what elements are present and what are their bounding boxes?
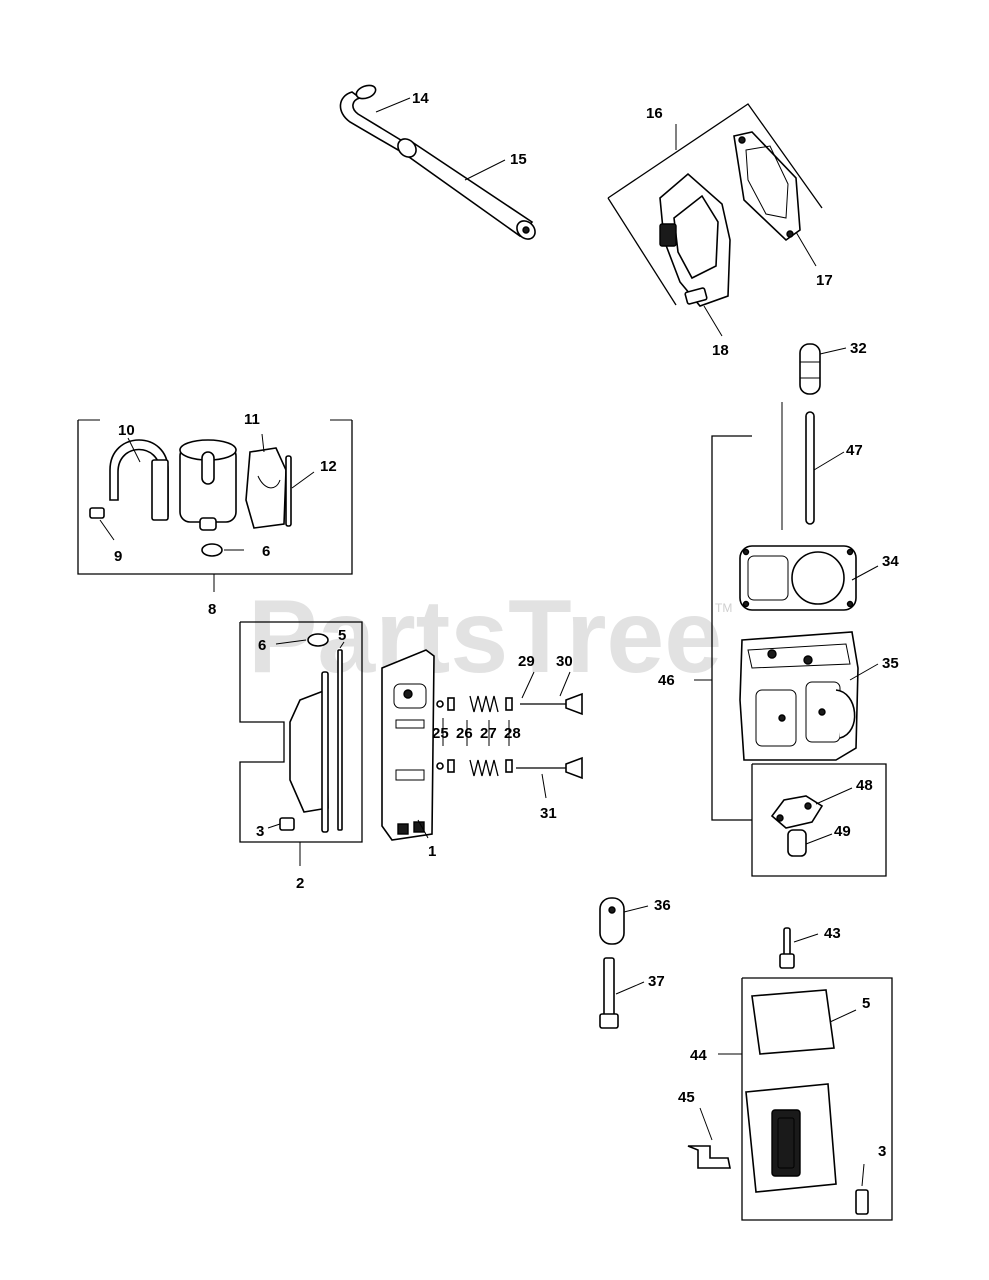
nut-part[interactable] (201, 543, 223, 557)
callout-12: 12 (320, 458, 337, 475)
callout-18: 18 (712, 342, 729, 359)
rocker-arm-part[interactable] (770, 795, 824, 829)
cover-stud-part[interactable] (779, 927, 795, 969)
cover-gasket-part[interactable] (337, 649, 343, 831)
valve-cover-part[interactable] (289, 671, 329, 833)
callout-44: 44 (690, 1047, 707, 1064)
bracket-part[interactable] (109, 439, 169, 521)
breather-hose-part[interactable] (339, 83, 406, 152)
valve-seals-part[interactable] (505, 697, 513, 773)
cover-nut-part[interactable] (307, 633, 329, 647)
callout-25: 25 (432, 725, 449, 742)
callout-49: 49 (834, 823, 851, 840)
callout-10: 10 (118, 422, 135, 439)
seal-part[interactable] (285, 455, 292, 527)
callout-3b: 3 (878, 1143, 886, 1160)
breather-cover-part[interactable] (659, 172, 731, 307)
callout-5a: 5 (338, 627, 346, 644)
callout-27: 27 (480, 725, 497, 742)
head-gasket-part[interactable] (739, 545, 857, 611)
callout-26: 26 (456, 725, 473, 742)
callout-17: 17 (816, 272, 833, 289)
valve-cover-group-box (239, 621, 363, 866)
callout-16: 16 (646, 105, 663, 122)
exhaust-valve-part[interactable] (520, 692, 583, 716)
rocker-box (751, 763, 887, 877)
valve-cover-group-2-box (718, 977, 893, 1221)
breather-tube-part[interactable] (394, 135, 538, 242)
callout-6b: 6 (258, 637, 266, 654)
cylinder-head-part[interactable] (739, 631, 859, 761)
lifting-bracket-part[interactable] (687, 1145, 731, 1169)
callout-36: 36 (654, 897, 671, 914)
callout-37: 37 (648, 973, 665, 990)
watermark-trademark: TM (715, 601, 732, 615)
callout-31: 31 (540, 805, 557, 822)
breather-gasket-part[interactable] (733, 131, 801, 242)
screw-part[interactable] (89, 507, 105, 519)
precleaner-part[interactable] (245, 447, 287, 529)
breather-screw-part[interactable] (684, 287, 708, 305)
head-bolt-part[interactable] (599, 957, 619, 1029)
push-rod-part[interactable] (805, 411, 815, 525)
callout-11: 11 (244, 411, 260, 428)
cover-gasket-2-part[interactable] (751, 989, 835, 1055)
callout-9: 9 (114, 548, 122, 565)
callout-46: 46 (658, 672, 675, 689)
callout-2: 2 (296, 875, 304, 892)
valve-keepers-part[interactable] (436, 697, 455, 773)
cover-screw-part[interactable] (279, 817, 295, 831)
cover-screw-2-part[interactable] (855, 1189, 869, 1215)
callout-30: 30 (556, 653, 573, 670)
cylinder-head-assembly-part[interactable] (381, 649, 435, 841)
air-cleaner-group-box (77, 419, 353, 592)
callout-29: 29 (518, 653, 535, 670)
callout-5b: 5 (862, 995, 870, 1012)
intake-valve-part[interactable] (516, 756, 583, 780)
callout-45: 45 (678, 1089, 695, 1106)
callout-28: 28 (504, 725, 521, 742)
callout-8: 8 (208, 601, 216, 618)
tappet-part[interactable] (799, 343, 821, 395)
callout-48: 48 (856, 777, 873, 794)
callout-6a: 6 (262, 543, 270, 560)
callout-32: 32 (850, 340, 867, 357)
callout-35: 35 (882, 655, 899, 672)
callout-34: 34 (882, 553, 899, 570)
lifter-part[interactable] (599, 897, 625, 945)
callout-43: 43 (824, 925, 841, 942)
rocker-pivot-part[interactable] (787, 829, 807, 857)
valve-cover-2-part[interactable] (745, 1083, 837, 1193)
callout-47: 47 (846, 442, 863, 459)
breather-cover-group-box (607, 103, 823, 306)
callout-14: 14 (412, 90, 429, 107)
callout-15: 15 (510, 151, 527, 168)
valve-springs-part[interactable] (469, 695, 499, 777)
callout-3a: 3 (256, 823, 264, 840)
callout-1: 1 (428, 843, 436, 860)
cylinder-head-group-bracket (694, 435, 752, 821)
filter-canister-part[interactable] (179, 439, 237, 531)
